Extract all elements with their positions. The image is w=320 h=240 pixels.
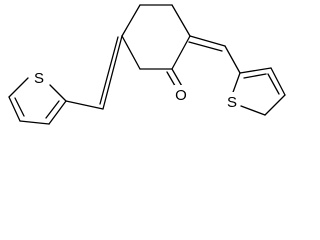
atom-labels: O S S	[32, 68, 239, 111]
right-sulfur-label-bg	[225, 92, 239, 110]
right-sulfur-label: S	[227, 94, 237, 111]
right-thiophene-bond-c3-c4-inner	[267, 73, 280, 95]
carbonyl-bond-outer	[171, 68, 184, 89]
oxygen-label-bg	[174, 85, 188, 103]
right-exocyclic-double-bond	[188, 35, 241, 74]
left-sulfur-label-bg	[32, 68, 46, 86]
right-thiophene-bond-c3-c4	[270, 67, 286, 96]
left-thiophene-bond-s-c5	[8, 77, 29, 98]
right-alkene-bond-inner	[188, 41, 223, 52]
right-thiophene-ring	[231, 67, 286, 116]
ring-bond-lower-left	[121, 35, 141, 70]
ring-bond-upper-left	[121, 4, 141, 37]
right-thiophene-bond-c4-c5	[264, 94, 286, 116]
left-thiophene-bond-c3-c2-inner	[45, 100, 60, 119]
right-alkene-bond-outer	[189, 35, 226, 47]
left-thiophene-ring	[8, 77, 67, 125]
left-thiophene-bond-c3-c2	[48, 100, 67, 125]
ring-bond-lower-right	[171, 35, 191, 70]
left-thiophene-bond-c5-c4	[8, 96, 21, 122]
left-exocyclic-double-bond	[65, 35, 123, 110]
right-thiophene-bond-c2-c3-inner	[243, 73, 267, 79]
molecule-canvas: O S S	[8, 4, 286, 125]
left-alkene-bond-inner	[99, 36, 119, 105]
right-thiophene-bond-c2-c3	[239, 67, 272, 74]
ring-bond-upper-right	[171, 4, 191, 37]
oxygen-label: O	[175, 87, 187, 104]
left-thiophene-bond-c4-c3	[19, 120, 50, 125]
right-vinyl-to-thiophene	[224, 45, 241, 74]
left-alkene-bond-outer	[102, 35, 123, 110]
left-vinyl-to-thiophene	[65, 100, 104, 110]
structure-drawing: O S S	[8, 4, 286, 125]
cyclohexanone-ring	[121, 4, 191, 70]
right-thiophene-bond-c5-s	[240, 105, 266, 116]
left-thiophene-bond-c2-s	[49, 84, 67, 102]
left-thiophene-bond-c5-c4-inner	[14, 97, 25, 117]
right-thiophene-bond-s-c2	[231, 72, 241, 96]
left-sulfur-label: S	[34, 70, 44, 87]
